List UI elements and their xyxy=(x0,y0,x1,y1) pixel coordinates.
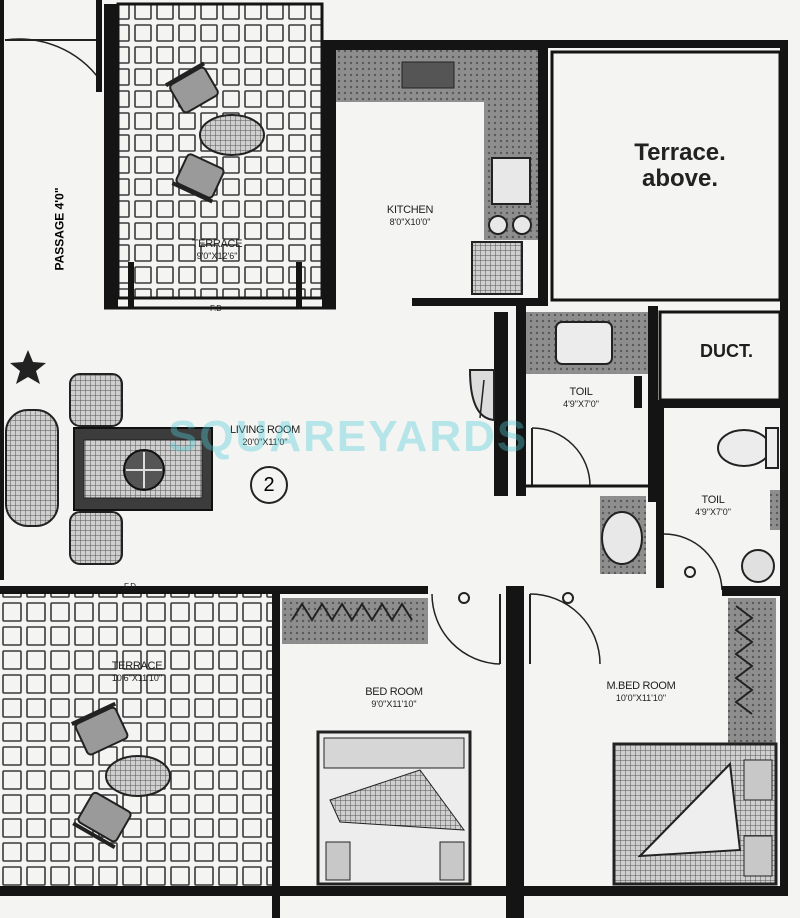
living-room-name: LIVING ROOM xyxy=(229,424,301,436)
shower-icon xyxy=(741,549,775,583)
toilet-2-dims: 4'9"X7'0" xyxy=(695,506,731,517)
terrace-table xyxy=(199,114,265,156)
terrace-top-name: TERRACE xyxy=(191,238,243,250)
terrace-bottom xyxy=(0,594,272,886)
master-bedroom-area xyxy=(529,592,778,886)
kitchen-platform xyxy=(471,241,523,295)
passage-label: PASSAGE 4'0" xyxy=(52,187,67,271)
terrace-chair xyxy=(70,701,129,756)
toilet-2-area xyxy=(656,400,780,591)
armchair-icon xyxy=(69,373,123,427)
sink-icon xyxy=(491,157,531,205)
sofa-icon xyxy=(5,409,59,527)
terrace-top xyxy=(104,2,336,310)
toilet-2-label: TOIL 4'9"X7'0" xyxy=(668,490,758,517)
terrace-bottom-label: TERRACE 10'6"X11'10" xyxy=(82,656,192,683)
bedroom-name: BED ROOM xyxy=(365,686,423,698)
terrace-bottom-dims: 10'6"X11'10" xyxy=(111,672,163,683)
terrace-above-box xyxy=(550,50,782,302)
mbedroom-door-swing xyxy=(529,593,601,665)
mbedroom-label: M.BED ROOM 10'0"X11'10" xyxy=(586,676,696,703)
wc-icon xyxy=(717,429,771,467)
toilet-1-label: TOIL 4'9"X7'0" xyxy=(536,382,626,409)
terrace-above-line1: Terrace. xyxy=(634,139,726,166)
living-room-label: LIVING ROOM 20'0"X11'0" xyxy=(210,420,320,447)
kitchen-label: KITCHEN 8'0"X10'0" xyxy=(360,200,460,227)
living-room-dims: 20'0"X11'0" xyxy=(242,436,288,447)
mbedroom-name: M.BED ROOM xyxy=(606,680,676,692)
toilet-door-swing xyxy=(531,427,591,487)
fd-label-bottom: F.D xyxy=(124,582,136,591)
toilet-2-name: TOIL xyxy=(701,494,725,506)
unit-number-badge: 2 xyxy=(250,466,288,504)
wardrobe-icon xyxy=(282,598,428,644)
terrace-above-line2: above. xyxy=(641,165,719,193)
bedroom-area xyxy=(282,592,501,886)
hob-burner-icon xyxy=(512,215,532,235)
bedroom-dims: 9'0"X11'10" xyxy=(371,698,417,709)
passage-area xyxy=(0,0,102,580)
wardrobe-icon xyxy=(728,598,776,744)
bedroom-label: BED ROOM 9'0"X11'10" xyxy=(344,682,444,709)
hob-burner-icon xyxy=(488,215,508,235)
terrace-table xyxy=(105,755,171,797)
mbedroom-dims: 10'0"X11'10" xyxy=(615,692,667,703)
armchair-icon xyxy=(69,511,123,565)
entry-door-jamb xyxy=(96,0,102,92)
terrace-chair xyxy=(164,61,219,114)
wash-area xyxy=(468,312,646,574)
outer-wall-west xyxy=(0,0,4,580)
bedroom-door-swing xyxy=(431,593,501,665)
toilet-1-dims: 4'9"X7'0" xyxy=(563,398,599,409)
kitchen-window-slab xyxy=(401,61,455,89)
kitchen-area xyxy=(330,40,548,306)
fd-label-top: F.D xyxy=(210,304,222,313)
duct-label: DUCT. xyxy=(700,341,753,361)
toilet-door-swing xyxy=(663,533,723,591)
terrace-bottom-name: TERRACE xyxy=(111,660,163,672)
terrace-chair xyxy=(72,791,132,850)
wash-basin-icon xyxy=(601,511,643,565)
star-icon xyxy=(10,350,46,384)
terrace-chair xyxy=(171,153,225,204)
terrace-above-label: Terrace. above. xyxy=(610,139,750,193)
toilet-1-area xyxy=(516,306,658,502)
kitchen-name: KITCHEN xyxy=(386,204,434,216)
toilet-1-name: TOIL xyxy=(569,386,593,398)
terrace-top-dims: 9'0"X12'6" xyxy=(196,250,238,261)
kitchen-counter-side xyxy=(484,50,538,240)
kitchen-dims: 8'0"X10'0" xyxy=(389,216,431,227)
terrace-top-label: TERRACE 9'0"X12'6" xyxy=(162,234,272,261)
watermark: SQUAREYARDS xyxy=(168,412,529,461)
living-furniture xyxy=(5,350,213,565)
outer-wall-east xyxy=(780,40,788,600)
wc-icon xyxy=(555,321,613,365)
